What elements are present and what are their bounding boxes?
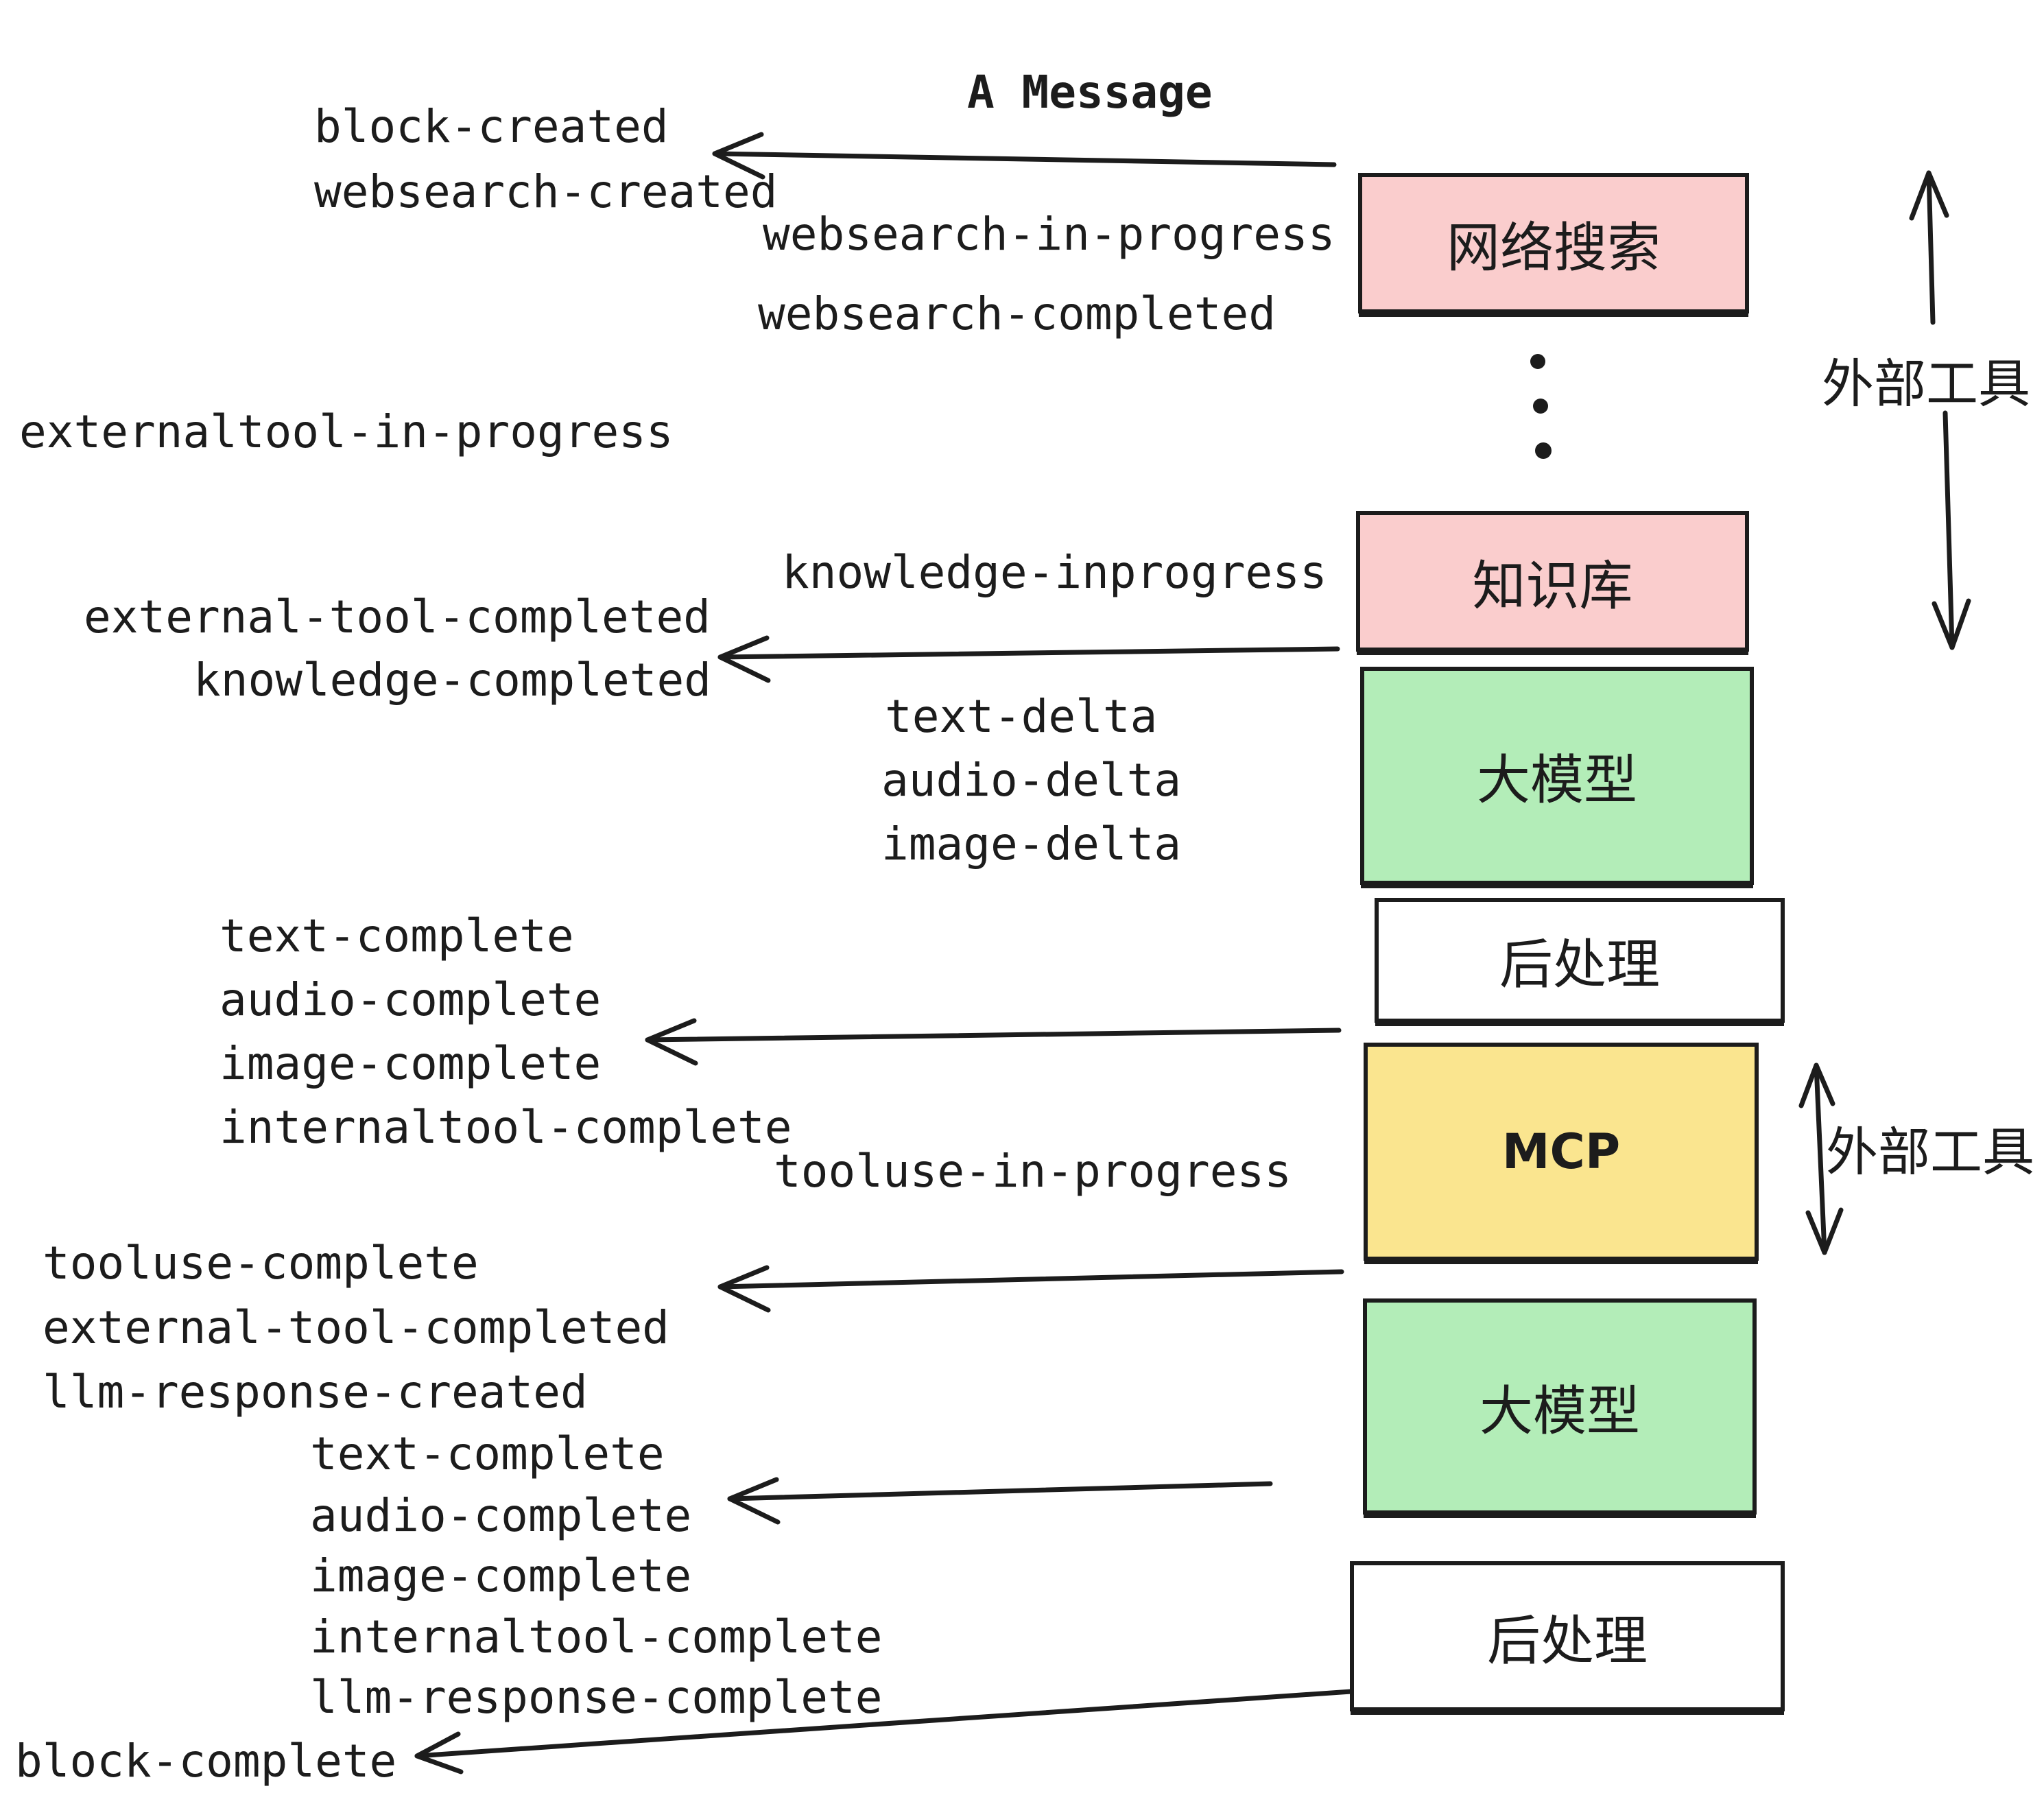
event-label-image-complete: image-complete (219, 1037, 602, 1090)
event-label-llm-response-created: llm-response-created (43, 1366, 588, 1419)
left-arrow-icon (717, 635, 1340, 683)
event-label-llm-response-complete: llm-response-complete (310, 1671, 883, 1724)
stage-box-mcp: MCP (1364, 1043, 1759, 1261)
event-label-audio-delta: audio-delta (881, 754, 1182, 807)
stage-box-label: 后处理 (1499, 934, 1660, 996)
page-title: A Message (967, 66, 1213, 119)
annotation-external-tools-bottom: 外部工具 (1826, 1121, 2034, 1183)
stage-box-label: 大模型 (1476, 750, 1637, 811)
event-label-tooluse-complete: tooluse-complete (43, 1237, 479, 1290)
event-label-external-tool-completed: external-tool-completed (84, 591, 711, 643)
stage-box-postprocess-2: 后处理 (1350, 1561, 1785, 1711)
stage-box-llm-2: 大模型 (1363, 1298, 1757, 1515)
event-label-image-complete-2: image-complete (310, 1550, 692, 1602)
event-label-websearch-completed: websearch-completed (758, 287, 1276, 340)
left-arrow-icon (727, 1477, 1273, 1525)
left-arrow-icon (717, 1265, 1344, 1313)
event-label-knowledge-completed: knowledge-completed (193, 654, 711, 707)
event-label-websearch-in-progress: websearch-in-progress (763, 208, 1335, 261)
stage-box-label: 知识库 (1472, 555, 1633, 617)
event-label-block-complete: block-complete (15, 1735, 397, 1788)
event-label-text-complete: text-complete (219, 910, 574, 962)
vertical-ellipsis-icon (1530, 354, 1552, 459)
event-label-block-created: block-created (314, 100, 669, 153)
stage-box-websearch: 网络搜索 (1358, 173, 1749, 313)
annotation-external-tools-top: 外部工具 (1822, 353, 2030, 414)
event-label-internaltool-complete: internaltool-complete (219, 1101, 792, 1154)
event-label-external-tool-completed-2: external-tool-completed (43, 1301, 669, 1354)
stage-box-label: 大模型 (1479, 1380, 1640, 1443)
stage-box-label: MCP (1501, 1124, 1621, 1180)
event-label-audio-complete-2: audio-complete (310, 1489, 692, 1542)
event-label-text-delta: text-delta (885, 690, 1158, 743)
event-label-externaltool-in-progress: externaltool-in-progress (19, 405, 674, 458)
stage-box-knowledge: 知识库 (1356, 511, 1749, 652)
stage-box-label: 网络搜索 (1446, 217, 1661, 279)
event-label-websearch-created: websearch-created (314, 165, 778, 218)
event-label-audio-complete: audio-complete (219, 973, 602, 1026)
event-label-internaltool-complete-2: internaltool-complete (310, 1611, 883, 1663)
stage-box-label: 后处理 (1486, 1610, 1648, 1672)
event-label-tooluse-in-progress: tooluse-in-progress (774, 1145, 1292, 1198)
stage-box-postprocess-1: 后处理 (1375, 898, 1785, 1023)
event-label-text-complete-2: text-complete (310, 1427, 665, 1480)
event-label-image-delta: image-delta (881, 818, 1182, 870)
left-arrow-icon (712, 132, 1337, 180)
event-label-knowledge-inprogress: knowledge-inprogress (782, 546, 1327, 599)
stage-box-llm-1: 大模型 (1360, 667, 1754, 885)
left-arrow-icon (645, 1018, 1342, 1066)
